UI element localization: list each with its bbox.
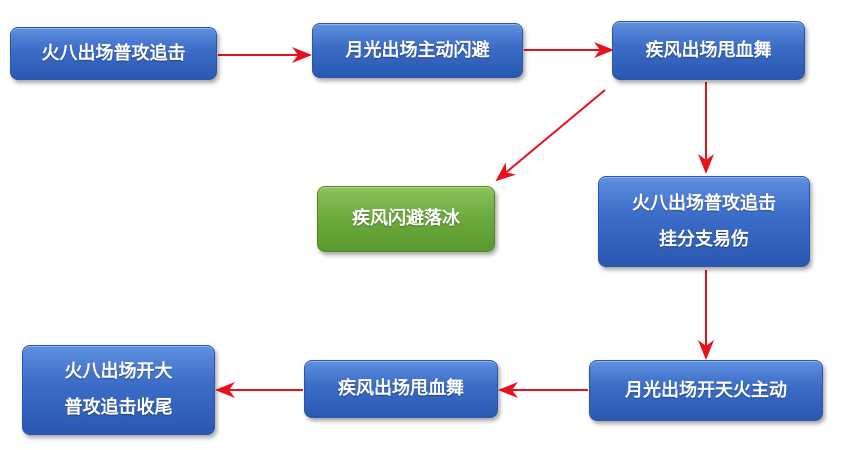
arrow-n3-to-n4 [495,89,606,182]
node-n5-line-1: 火八出场普攻追击 [632,192,776,214]
node-n8-line-2: 普攻追击收尾 [64,397,173,418]
node-n8: 火八出场开大 普攻追击收尾 [22,345,215,435]
node-n5-line-2: 挂分支易伤 [659,228,749,250]
node-n2-line-1: 月光出场主动闪避 [345,39,490,61]
node-n1: 火八出场普攻追击 [10,27,217,80]
node-n3: 疾风出场甩血舞 [612,21,805,80]
node-n7: 疾风出场甩血舞 [304,360,498,418]
node-n6: 月光出场开天火主动 [589,360,823,421]
node-n1-line-1: 火八出场普攻追击 [41,42,186,64]
node-n2: 月光出场主动闪避 [312,23,523,78]
node-n4-line-1: 疾风闪避落冰 [352,208,460,229]
node-n5: 火八出场普攻追击 挂分支易伤 [598,176,810,267]
node-n8-line-1: 火八出场开大 [64,361,173,382]
node-n3-line-1: 疾风出场甩血舞 [645,39,772,61]
node-n7-line-1: 疾风出场甩血舞 [338,378,464,399]
node-n6-line-1: 月光出场开天火主动 [625,379,787,401]
node-n4: 疾风闪避落冰 [317,186,495,252]
